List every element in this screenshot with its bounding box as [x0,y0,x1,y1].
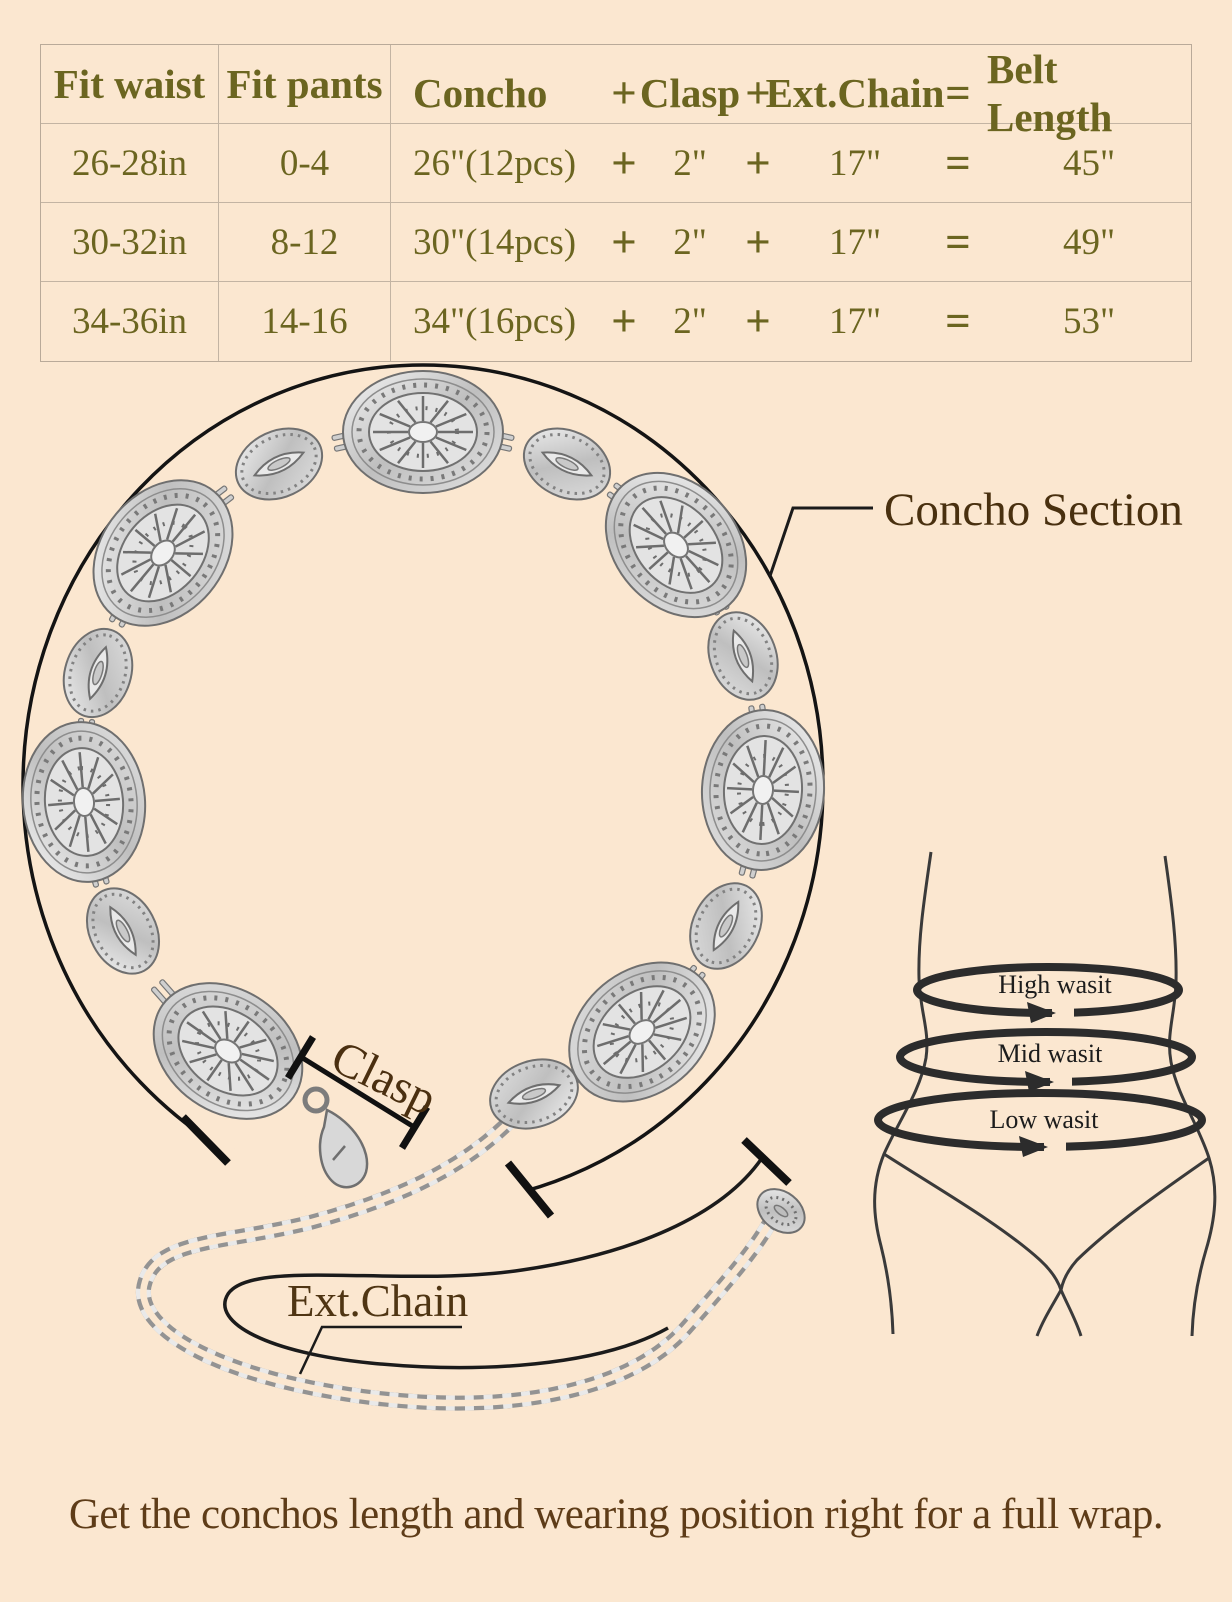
small-concho [71,874,175,988]
extension-chain [135,1098,806,1411]
concho-section-label: Concho Section [884,484,1183,536]
lobster-clasp [302,1086,369,1189]
cell-clasp: 2" [673,301,707,342]
cell-belt-length: 53" [1062,301,1116,342]
torso-right-outline [1163,855,1217,1337]
body-silhouette [873,851,1217,1337]
cell-concho: 34"(16pcs) [413,301,577,342]
bracket-tick [741,1137,792,1186]
plus-sign: + [611,137,637,188]
small-concho [695,600,791,712]
concho-belt-ring [16,371,828,1189]
panty-line-right [1059,1156,1210,1291]
equals-sign: = [945,216,971,267]
cell-formula: 26"(12pcs) + 2" + 17" = 45" [391,124,1191,203]
col-header-fit-pants: Fit pants [219,45,391,124]
small-concho [51,618,145,728]
panty-line-left [883,1152,1063,1291]
size-table: Fit waist Fit pants Concho + Clasp + Ext… [40,44,1192,362]
cell-belt-length: 45" [1062,142,1116,184]
belt-loop-mid: Mid wasit [896,1028,1196,1092]
equals-sign: = [945,296,971,346]
header-plus2: + [745,67,771,118]
clasp-label: Clasp [323,1030,445,1126]
high-waist-label: High wasit [998,970,1112,999]
cell-clasp: 2" [673,221,707,263]
ext-chain-leader [298,1325,462,1375]
large-concho [343,371,503,493]
cell-formula: 30"(14pcs) + 2" + 17" = 49" [391,203,1191,282]
cell-fit-waist: 34-36in [41,282,219,361]
belt-loop-low: Low wasit [874,1089,1206,1157]
plus-sign: + [611,296,637,346]
arc-tick-end [504,1160,555,1219]
cell-clasp: 2" [673,142,707,184]
cell-ext-chain: 17" [828,221,882,263]
clasp-dimension [285,1035,430,1150]
header-clasp: Clasp [639,70,741,116]
plus-sign: + [611,216,637,267]
cell-fit-pants: 0-4 [219,124,391,203]
chain-end-cap [756,1188,806,1234]
header-ext-chain: Ext.Chain [765,70,945,116]
header-plus1: + [611,67,637,118]
header-concho: Concho [413,70,548,116]
large-concho [127,955,328,1147]
inner-leg-lines [1035,1289,1083,1337]
ext-chain-label: Ext.Chain [287,1276,468,1326]
cell-formula: 34"(16pcs) + 2" + 17" = 53" [391,282,1191,361]
small-concho [510,413,624,515]
mid-waist-label: Mid wasit [998,1039,1104,1068]
arc-tick-start [180,1114,231,1166]
cell-fit-waist: 26-28in [41,124,219,203]
belt-loop-high: High wasit [913,963,1183,1023]
small-concho [674,869,778,983]
equals-sign: = [945,137,971,188]
header-belt-length: Belt Length [987,46,1113,140]
cell-ext-chain: 17" [828,142,882,184]
cell-fit-pants: 8-12 [219,203,391,282]
header-equals: = [945,67,971,118]
large-concho [65,453,261,654]
large-concho [698,707,828,873]
cell-fit-pants: 14-16 [219,282,391,361]
small-concho [222,413,336,515]
low-waist-label: Low wasit [989,1105,1099,1134]
cell-ext-chain: 17" [828,301,882,342]
cell-belt-length: 49" [1062,221,1116,263]
cell-concho: 26"(12pcs) [413,142,577,184]
col-header-formula: Concho + Clasp + Ext.Chain = Belt Length [391,45,1191,140]
concho-section-leader [768,506,873,577]
plus-sign: + [745,137,771,188]
plus-sign: + [745,216,771,267]
cell-fit-waist: 30-32in [41,203,219,282]
ext-chain-bracket [223,1137,792,1375]
plus-sign: + [745,296,771,346]
torso-left-outline [873,851,933,1335]
cell-concho: 30"(14pcs) [413,221,577,263]
footer-note: Get the conchos length and wearing posit… [68,1491,1164,1538]
large-concho [16,717,151,887]
col-header-fit-waist: Fit waist [41,45,219,124]
